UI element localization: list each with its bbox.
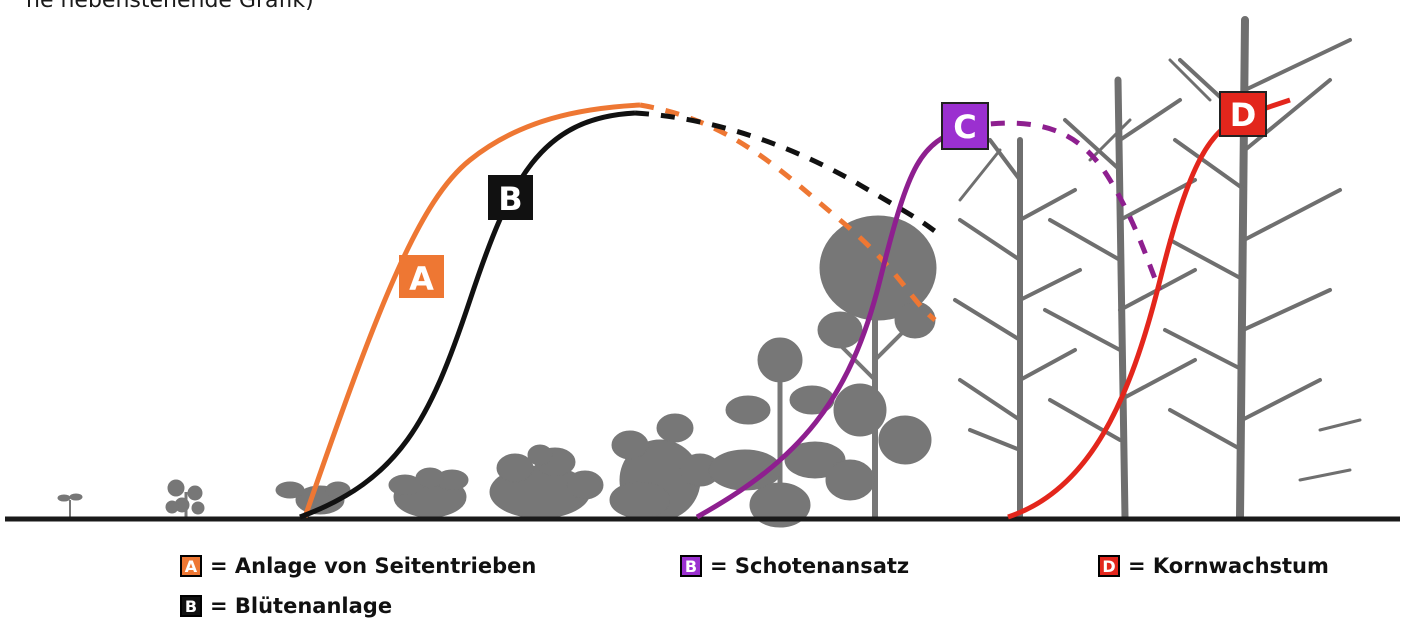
- caption-text: he nebenstehende Grafik): [26, 0, 314, 13]
- legend-label-b: = Blütenanlage: [210, 594, 393, 618]
- legend-badge-d: D: [1098, 555, 1120, 577]
- badge-c: C: [941, 102, 989, 150]
- legend-item-d: D = Kornwachstum: [1098, 554, 1329, 578]
- curve-b-dashed: [634, 110, 942, 238]
- legend-label-c: = Schotenansatz: [710, 554, 910, 578]
- badge-c-letter: C: [953, 108, 976, 146]
- curve-c-solid: [695, 124, 966, 520]
- stem-elongation-plant: [609, 413, 721, 521]
- mature-plant-stalks: [953, 16, 1362, 521]
- plant-silhouettes: [57, 215, 937, 528]
- curve-a-dashed: [639, 102, 937, 322]
- legend-badge-a: A: [180, 555, 202, 577]
- badge-b-letter: B: [498, 180, 522, 218]
- budding-plant: [708, 337, 846, 528]
- legend-item-c: B = Schotenansatz: [680, 554, 909, 578]
- curve-b-solid: [299, 110, 636, 520]
- curve-a-solid: [302, 102, 641, 518]
- legend-badge-c: B: [680, 555, 702, 577]
- badge-b: B: [488, 175, 533, 220]
- rosette-plant-large: [388, 467, 469, 518]
- badge-a-letter: A: [409, 260, 434, 298]
- badge-a: A: [399, 255, 444, 298]
- legend-item-b: B = Blütenanlage: [180, 594, 392, 618]
- legend-badge-b: B: [180, 595, 202, 617]
- curve-c-dashed: [964, 120, 1163, 292]
- badge-d: D: [1219, 91, 1267, 137]
- seedling-plant: [57, 493, 83, 519]
- young-plant: [165, 479, 205, 519]
- legend-item-a: A = Anlage von Seitentrieben: [180, 554, 536, 578]
- legend-label-d: = Kornwachstum: [1128, 554, 1329, 578]
- bushy-plant: [489, 444, 604, 519]
- legend-label-a: = Anlage von Seitentrieben: [210, 554, 537, 578]
- flowering-plant: [817, 215, 937, 519]
- badge-d-letter: D: [1230, 96, 1257, 134]
- curve-d-solid: [1007, 97, 1291, 520]
